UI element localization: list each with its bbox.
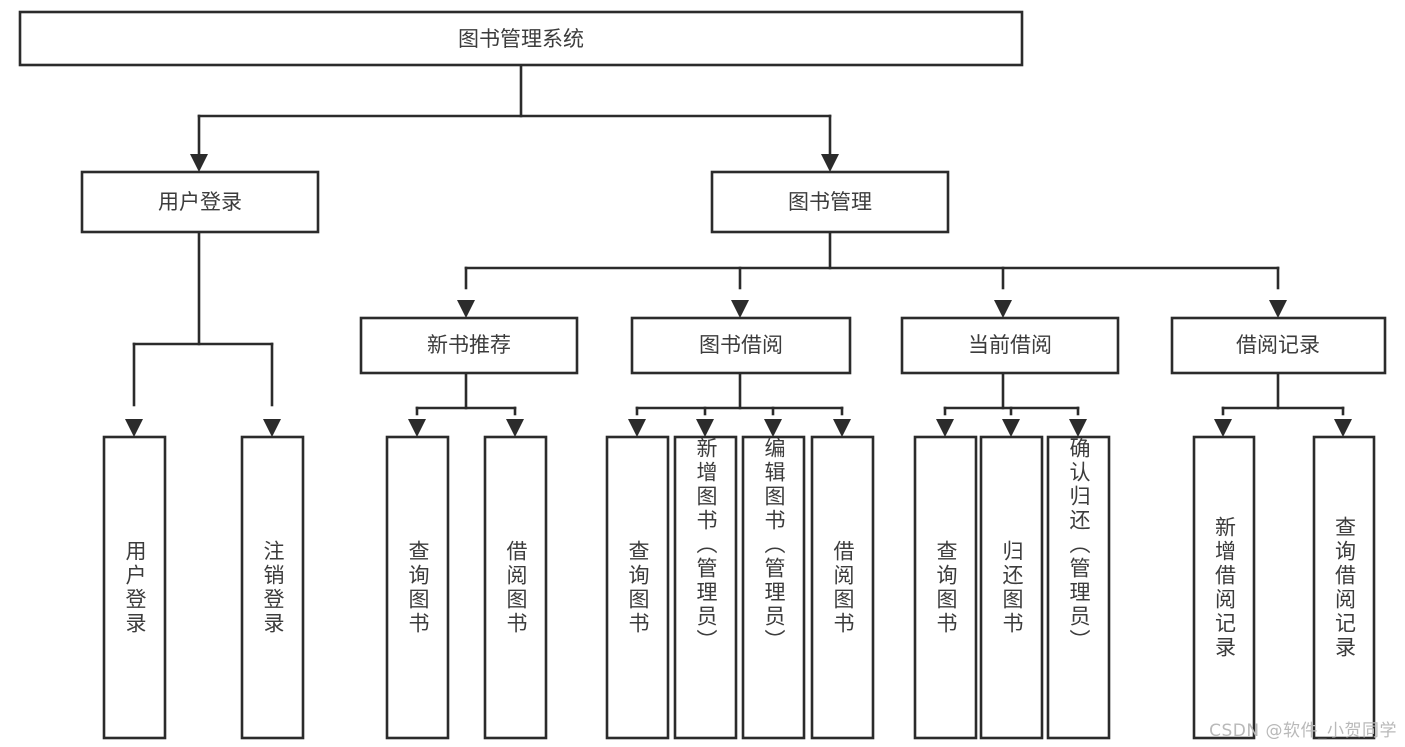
arrow-record-leaf-2 bbox=[1334, 419, 1352, 437]
node-root-box[interactable] bbox=[18, 10, 1024, 67]
leaf-box-user-login[interactable] bbox=[102, 435, 167, 740]
leaf-box-return-book[interactable] bbox=[979, 435, 1044, 740]
node-new-book-rec-box[interactable] bbox=[359, 316, 579, 375]
arrow-to-book-borrow bbox=[731, 300, 749, 318]
arrow-to-current-borrow bbox=[994, 300, 1012, 318]
leaf-box-borrow-book-1[interactable] bbox=[483, 435, 548, 740]
node-book-borrow-label: 图书借阅 bbox=[699, 333, 783, 357]
leaf-box-edit-book[interactable] bbox=[741, 435, 806, 740]
watermark-text: CSDN @软件_小贺同学 bbox=[1209, 721, 1397, 741]
leaf-box-query-book-3[interactable] bbox=[913, 435, 978, 740]
arrow-borrow-leaf-4 bbox=[833, 419, 851, 437]
node-borrow-record-label: 借阅记录 bbox=[1236, 333, 1320, 357]
arrow-to-leaf-logout bbox=[263, 419, 281, 437]
leaf-box-query-record[interactable] bbox=[1312, 435, 1376, 740]
leaf-box-add-book[interactable] bbox=[673, 435, 738, 740]
nodes-layer: 图书管理系统 用户登录 图书管理 新书推荐 图书借阅 当前借阅 借阅记录 bbox=[18, 10, 1387, 740]
arrow-borrow-leaf-1 bbox=[628, 419, 646, 437]
arrow-current-leaf-3 bbox=[1069, 419, 1087, 437]
arrow-to-book-manage bbox=[821, 154, 839, 172]
leaf-box-borrow-book-2[interactable] bbox=[810, 435, 875, 740]
arrow-current-leaf-1 bbox=[936, 419, 954, 437]
arrow-record-leaf-1 bbox=[1214, 419, 1232, 437]
arrow-borrow-leaf-2 bbox=[696, 419, 714, 437]
node-book-borrow-box[interactable] bbox=[630, 316, 852, 375]
node-current-borrow-box[interactable] bbox=[900, 316, 1120, 375]
node-current-borrow-label: 当前借阅 bbox=[968, 333, 1052, 357]
node-root-label: 图书管理系统 bbox=[458, 27, 584, 51]
leaf-box-add-record[interactable] bbox=[1192, 435, 1256, 740]
arrow-to-user-login bbox=[190, 154, 208, 172]
leaf-box-logout[interactable] bbox=[240, 435, 305, 740]
leaf-box-query-book-2[interactable] bbox=[605, 435, 670, 740]
node-book-manage-box[interactable] bbox=[710, 170, 950, 234]
node-book-manage-label: 图书管理 bbox=[788, 190, 872, 214]
edges-layer bbox=[125, 63, 1352, 437]
node-new-book-rec-label: 新书推荐 bbox=[427, 333, 511, 357]
node-user-login-label: 用户登录 bbox=[158, 190, 242, 214]
arrow-newbook-leaf-1 bbox=[408, 419, 426, 437]
arrow-borrow-leaf-3 bbox=[764, 419, 782, 437]
arrow-to-leaf-user-login bbox=[125, 419, 143, 437]
arrow-to-new-book-rec bbox=[457, 300, 475, 318]
leaf-box-confirm-return[interactable] bbox=[1046, 435, 1111, 740]
arrow-to-borrow-record bbox=[1269, 300, 1287, 318]
leaf-box-query-book-1[interactable] bbox=[385, 435, 450, 740]
node-borrow-record-box[interactable] bbox=[1170, 316, 1387, 375]
arrow-newbook-leaf-2 bbox=[506, 419, 524, 437]
node-user-login-box[interactable] bbox=[80, 170, 320, 234]
arrow-current-leaf-2 bbox=[1002, 419, 1020, 437]
